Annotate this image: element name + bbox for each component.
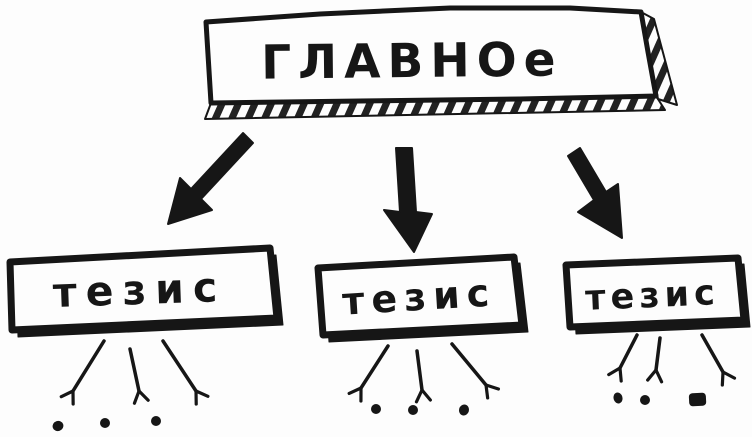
- sub-arrow-icon: [128, 347, 150, 405]
- main-box-face: [203, 5, 659, 106]
- subpoint-dots-3: [613, 392, 707, 407]
- arrow-main-to-thesis-1: [167, 132, 254, 225]
- sub-arrow-icon: [59, 339, 106, 406]
- sub-arrow-icon: [607, 333, 639, 383]
- thesis-box-3-face: [562, 254, 748, 331]
- ellipsis-dot: [371, 404, 381, 414]
- ellipsis-dot: [688, 392, 707, 407]
- arrow-main-to-thesis-2: [383, 147, 433, 253]
- main-box: ГЛАВНОе: [203, 5, 678, 120]
- sub-arrow-icon: [161, 339, 210, 406]
- thesis-box-2: тезис: [314, 253, 529, 343]
- subpoint-dots-1: [52, 416, 161, 432]
- arrow-main-to-thesis-3: [567, 147, 623, 239]
- ellipsis-dot: [640, 395, 650, 405]
- thesis-box-3-label: тезис: [584, 273, 720, 319]
- ellipsis-dot: [52, 420, 64, 432]
- sub-arrow-icon: [700, 333, 737, 387]
- main-box-label: ГЛАВНОе: [261, 32, 563, 90]
- subpoint-dots-2: [371, 404, 470, 416]
- ellipsis-dot: [613, 392, 623, 404]
- ellipsis-dot: [151, 416, 161, 426]
- thesis-box-2-label: тезис: [341, 270, 497, 323]
- thesis-box-2-face: [314, 253, 526, 339]
- thesis-box-1-label: тезис: [52, 263, 227, 317]
- thesis-box-1: тезис: [6, 244, 284, 338]
- sub-arrow-icon: [347, 344, 390, 403]
- subpoint-arrows-1: [59, 339, 210, 406]
- ellipsis-dot: [408, 405, 418, 415]
- subpoint-arrows-2: [347, 342, 501, 404]
- thesis-box-1-face: [6, 244, 281, 334]
- subpoint-arrows-3: [607, 333, 737, 387]
- thesis-box-3: тезис: [562, 254, 751, 335]
- ellipsis-dot: [458, 404, 470, 416]
- sub-arrow-icon: [414, 349, 432, 404]
- sub-arrow-icon: [450, 342, 501, 400]
- ellipsis-dot: [100, 418, 110, 428]
- sub-arrow-icon: [646, 336, 664, 384]
